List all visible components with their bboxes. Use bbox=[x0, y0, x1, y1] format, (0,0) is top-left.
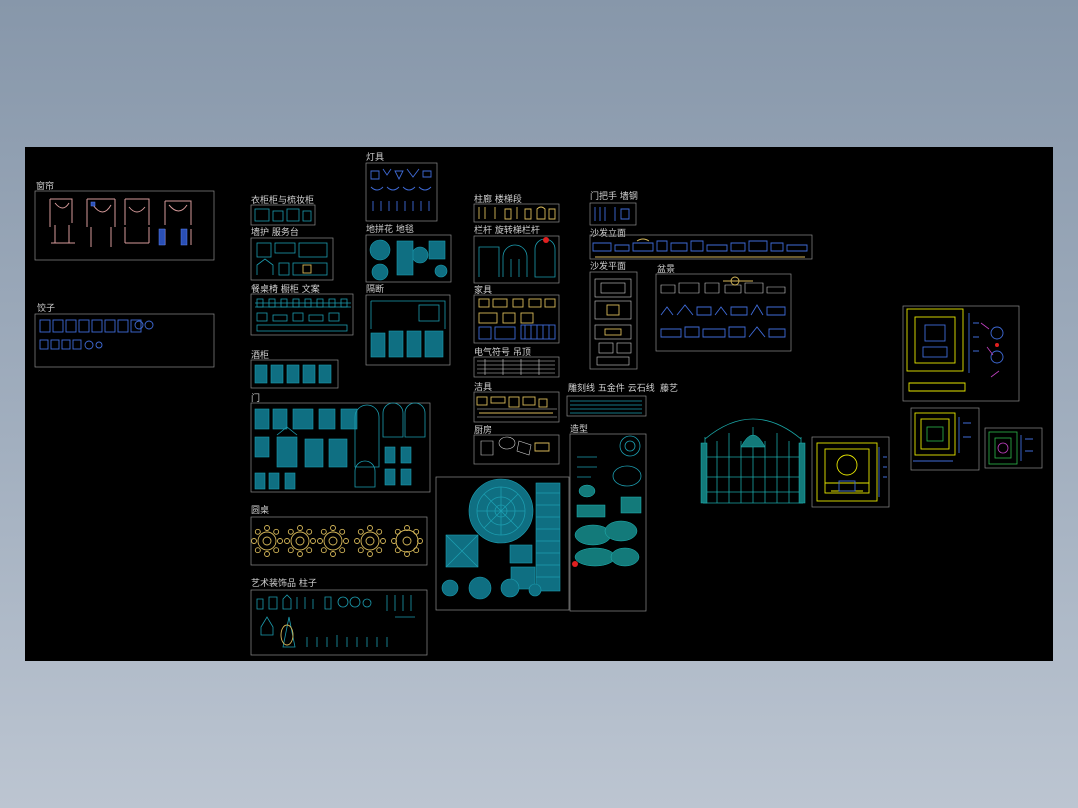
moulding-block[interactable]: 雕刻线 五金件 云石线 藤艺 bbox=[566, 382, 678, 417]
pillars-block[interactable]: 柱廊 楼梯段 bbox=[473, 193, 560, 223]
carpet-medallion-block[interactable] bbox=[435, 476, 570, 611]
wall-panel-label: 隔断 bbox=[366, 283, 384, 295]
misc-label: 厨房 bbox=[474, 424, 492, 436]
sofa-elevation-block[interactable]: 沙发立面 bbox=[589, 227, 813, 260]
wall-panel-block[interactable]: 隔断 bbox=[365, 283, 451, 366]
bath-block[interactable]: 洁具 bbox=[473, 381, 560, 423]
tables-block[interactable]: 饺子 bbox=[34, 302, 215, 368]
lamps-label: 灯具 bbox=[366, 152, 384, 163]
rattan-label: 藤艺 bbox=[660, 382, 678, 394]
cabinet-sets-label: 餐桌椅 橱柜 文案 bbox=[251, 283, 320, 295]
tv-wall-block[interactable]: 墙护 服务台 bbox=[250, 226, 334, 281]
door-label: 门 bbox=[251, 392, 260, 404]
kitchen-block[interactable]: 厨房 bbox=[473, 424, 560, 465]
furniture-label: 家具 bbox=[474, 284, 492, 296]
tv-wall-label: 墙护 服务台 bbox=[251, 226, 299, 238]
cabinets-label: 衣柜柜与梳妆柜 bbox=[251, 194, 314, 206]
floor-pattern-block[interactable]: 地拼花 地毯 bbox=[365, 223, 452, 283]
electric-block[interactable]: 电气符号 吊顶 bbox=[473, 346, 560, 378]
floor-plan-right-small[interactable] bbox=[984, 427, 1043, 469]
pillars-label: 柱廊 楼梯段 bbox=[474, 193, 522, 205]
floor-plan-right-mid[interactable] bbox=[910, 407, 980, 471]
doors-block[interactable]: 门 bbox=[250, 392, 431, 493]
curtains-label: 窗帘 bbox=[36, 180, 54, 192]
ceiling-label: 地拼花 地毯 bbox=[366, 223, 414, 235]
furniture-block[interactable]: 家具 bbox=[473, 284, 560, 344]
decor-label: 艺术装饰品 柱子 bbox=[251, 577, 317, 589]
doors-small-label: 酒柜 bbox=[251, 349, 269, 361]
round-tables-block[interactable]: 圆桌 bbox=[250, 504, 428, 566]
curtains-block[interactable]: 窗帘 bbox=[34, 180, 215, 261]
plants-label: 盆景 bbox=[657, 263, 675, 275]
sofa-plan-label: 沙发平面 bbox=[590, 260, 626, 272]
stair-label: 栏杆 旋转梯栏杆 bbox=[474, 224, 540, 236]
lamps-block[interactable]: 灯具 bbox=[365, 152, 438, 222]
sofa-elev-label: 沙发立面 bbox=[590, 227, 626, 239]
stair-block[interactable]: 栏杆 旋转梯栏杆 bbox=[473, 224, 560, 284]
floor-plan-right-top[interactable] bbox=[902, 305, 1020, 402]
plants-block[interactable]: 盆景 bbox=[655, 263, 792, 352]
handrail-label: 门把手 墙钢 bbox=[590, 190, 638, 202]
cabinet-sets-block[interactable]: 餐桌椅 橱柜 文案 bbox=[250, 283, 354, 336]
cabinets-block[interactable]: 衣柜柜与梳妆柜 bbox=[250, 194, 316, 226]
wine-cabinet-block[interactable]: 酒柜 bbox=[250, 349, 339, 389]
electric-label: 电气符号 吊顶 bbox=[474, 346, 531, 358]
floor-plan-center[interactable] bbox=[811, 436, 890, 508]
mirror-label: 雕刻线 五金件 云石线 bbox=[568, 382, 655, 394]
cad-drawing-canvas[interactable]: 窗帘 饺子 bbox=[25, 147, 1053, 661]
cad-model-viewport[interactable]: 窗帘 饺子 bbox=[25, 147, 1053, 661]
decor-block[interactable]: 艺术装饰品 柱子 bbox=[250, 577, 428, 656]
ornament-block[interactable]: 造型 bbox=[569, 423, 647, 612]
bath-label: 洁具 bbox=[474, 381, 492, 393]
gate-elevation[interactable] bbox=[700, 418, 806, 504]
handrail-block[interactable]: 门把手 墙钢 bbox=[589, 190, 638, 226]
elevation-set-label: 造型 bbox=[570, 423, 588, 435]
tables-label: 饺子 bbox=[37, 302, 55, 314]
sofa-plan-block[interactable]: 沙发平面 bbox=[589, 260, 638, 370]
round-table-label: 圆桌 bbox=[251, 504, 269, 516]
